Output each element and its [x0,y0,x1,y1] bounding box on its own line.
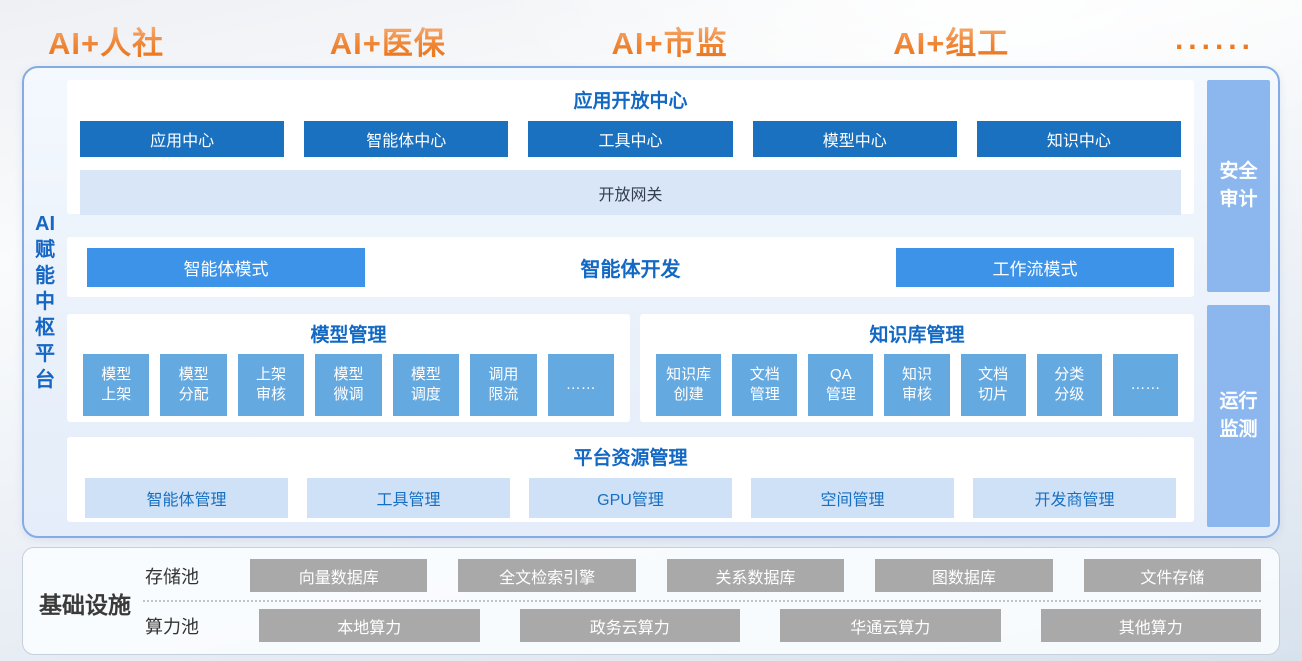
doc-slicing-chip: 文档 切片 [960,354,1026,416]
model-mgmt-chips-row: 模型 上架 模型 分配 上架 审核 模型 微调 模型 调度 调用 限流 …… [83,354,614,416]
tool-mgmt-button: 工具管理 [307,478,510,518]
graph-db-box: 图数据库 [875,559,1053,592]
fulltext-search-box: 全文检索引擎 [458,559,636,592]
open-gateway-bar: 开放网关 [80,170,1181,215]
resource-mgmt-panel: 平台资源管理 智能体管理 工具管理 GPU管理 空间管理 开发商管理 [67,437,1194,522]
agent-dev-panel: 智能体模式 智能体开发 工作流模式 [67,237,1194,297]
knowledge-center-button: 知识中心 [976,121,1182,157]
model-finetune-chip: 模型 微调 [315,354,382,416]
gov-cloud-compute-box: 政务云算力 [519,609,740,642]
compute-pool-row: 算力池 本地算力 政务云算力 华通云算力 其他算力 [145,609,1261,642]
agent-dev-title: 智能体开发 [580,258,681,281]
domain-tab-shijian: AI+市监 [611,18,727,63]
model-center-button: 模型中心 [752,121,957,157]
model-more-chip: …… [547,354,614,416]
domain-tabs-row: AI+人社 AI+医保 AI+市监 AI+组工 ...... [48,18,1255,62]
relational-db-box: 关系数据库 [666,559,845,592]
model-mgmt-title: 模型管理 [310,325,387,346]
rate-limit-chip: 调用 限流 [470,354,537,416]
model-allocation-chip: 模型 分配 [160,354,227,416]
qa-mgmt-chip: QA 管理 [808,354,874,416]
pool-divider [143,600,1261,602]
model-publish-chip: 模型 上架 [83,354,150,416]
agent-center-button: 智能体中心 [304,121,509,157]
file-storage-box: 文件存储 [1083,559,1262,592]
app-open-center-title: 应用开放中心 [573,91,688,112]
gpu-mgmt-button: GPU管理 [529,478,732,518]
local-compute-box: 本地算力 [259,609,480,642]
tool-center-button: 工具中心 [528,121,733,157]
compute-pool-label: 算力池 [145,616,199,637]
platform-frame: AI 赋 能 中 枢 平 台 应用开放中心 应用中心 智能体中心 工具中心 模型… [22,66,1280,538]
model-mgmt-panel: 模型管理 模型 上架 模型 分配 上架 审核 模型 微调 模型 调度 调用 限流… [67,314,630,422]
resource-mgmt-title: 平台资源管理 [573,448,688,469]
kb-mgmt-panel: 知识库管理 知识库 创建 文档 管理 QA 管理 知识 审核 文档 切片 分类 … [640,314,1194,422]
doc-mgmt-chip: 文档 管理 [732,354,798,416]
kb-more-chip: …… [1112,354,1178,416]
app-open-center-panel: 应用开放中心 应用中心 智能体中心 工具中心 模型中心 知识中心 开放网关 [67,80,1194,215]
classification-chip: 分类 分级 [1036,354,1102,416]
domain-tab-renshe: AI+人社 [48,18,164,63]
vector-db-box: 向量数据库 [250,559,428,592]
model-scheduling-chip: 模型 调度 [392,354,460,416]
domain-tab-zugong: AI+组工 [893,18,1009,63]
kb-mgmt-chips-row: 知识库 创建 文档 管理 QA 管理 知识 审核 文档 切片 分类 分级 …… [656,354,1178,416]
workflow-mode-button: 工作流模式 [896,247,1174,287]
runtime-monitor-bar: 运行 监测 [1207,305,1270,527]
space-mgmt-button: 空间管理 [751,478,954,518]
infrastructure-panel: 基础设施 存储池 向量数据库 全文检索引擎 关系数据库 图数据库 文件存储 算力… [22,547,1280,655]
storage-pool-label: 存储池 [145,566,199,587]
publish-review-chip: 上架 审核 [237,354,305,416]
more-domains-dots: ...... [1174,23,1255,56]
resource-mgmt-buttons-row: 智能体管理 工具管理 GPU管理 空间管理 开发商管理 [85,478,1176,518]
app-center-button: 应用中心 [80,121,285,157]
kb-mgmt-title: 知识库管理 [869,325,965,346]
infrastructure-title: 基础设施 [39,592,131,618]
security-audit-bar: 安全 审计 [1207,80,1270,292]
app-center-buttons-row: 应用中心 智能体中心 工具中心 模型中心 知识中心 [80,121,1182,157]
agent-mode-button: 智能体模式 [87,247,365,287]
huatong-cloud-compute-box: 华通云算力 [780,609,1001,642]
knowledge-review-chip: 知识 审核 [884,354,950,416]
agent-mgmt-button: 智能体管理 [85,478,288,518]
developer-mgmt-button: 开发商管理 [973,478,1176,518]
domain-tab-yibao: AI+医保 [330,18,446,63]
kb-create-chip: 知识库 创建 [656,354,722,416]
storage-pool-row: 存储池 向量数据库 全文检索引擎 关系数据库 图数据库 文件存储 [145,559,1262,592]
platform-vertical-label: AI 赋 能 中 枢 平 台 [35,213,55,391]
other-compute-box: 其他算力 [1040,609,1261,642]
